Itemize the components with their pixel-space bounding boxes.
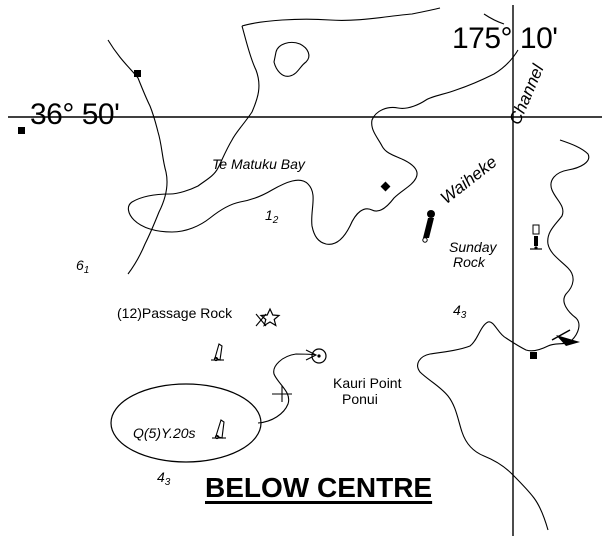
- sounding: 61: [76, 257, 90, 276]
- below-centre-banner: BELOW CENTRE: [205, 472, 433, 503]
- sunday-rock-label-2: Rock: [453, 254, 485, 270]
- track-arrowhead: [305, 349, 318, 361]
- light-beacon-icon-ellipse: [212, 419, 226, 440]
- beacon-square-north: [134, 70, 141, 77]
- island: [273, 41, 310, 77]
- passage-rock-icon: [255, 307, 281, 327]
- sounding: 12: [265, 207, 279, 226]
- te-matuku-bay-label: Te Matuku Bay: [212, 156, 305, 172]
- sunday-rock-label-1: Sunday: [449, 239, 497, 255]
- kauri-point-label-1: Kauri Point: [333, 375, 402, 391]
- coastline-northeast: [483, 13, 505, 25]
- light-beacon-icon: [211, 343, 224, 362]
- light-characteristic-label: Q(5)Y.20s: [133, 425, 196, 441]
- sounding: 43: [453, 302, 467, 321]
- coastline-east: [417, 139, 590, 531]
- coastline-te-matuku: [127, 7, 519, 245]
- kauri-point-label-2: Ponui: [342, 391, 378, 407]
- longitude-label: 175° 10': [452, 22, 558, 55]
- sunday-rock-beacon-icon: [530, 224, 542, 250]
- lateral-buoy-icon: [422, 210, 435, 243]
- track-line: [257, 353, 317, 424]
- sounding: 43: [157, 469, 171, 488]
- passage-rock-label: (12)Passage Rock: [117, 305, 233, 321]
- beacon-square-west: [18, 127, 25, 134]
- coastline-northwest: [107, 39, 168, 275]
- light-sector-ellipse: [110, 383, 262, 463]
- kauri-point-mark: [311, 348, 327, 364]
- wreck-icon: [551, 329, 580, 346]
- kauri-point-dot: [317, 354, 321, 358]
- latitude-label: 36° 50': [30, 98, 120, 131]
- beacon-square-east: [530, 352, 537, 359]
- beacon-diamond: [380, 181, 391, 192]
